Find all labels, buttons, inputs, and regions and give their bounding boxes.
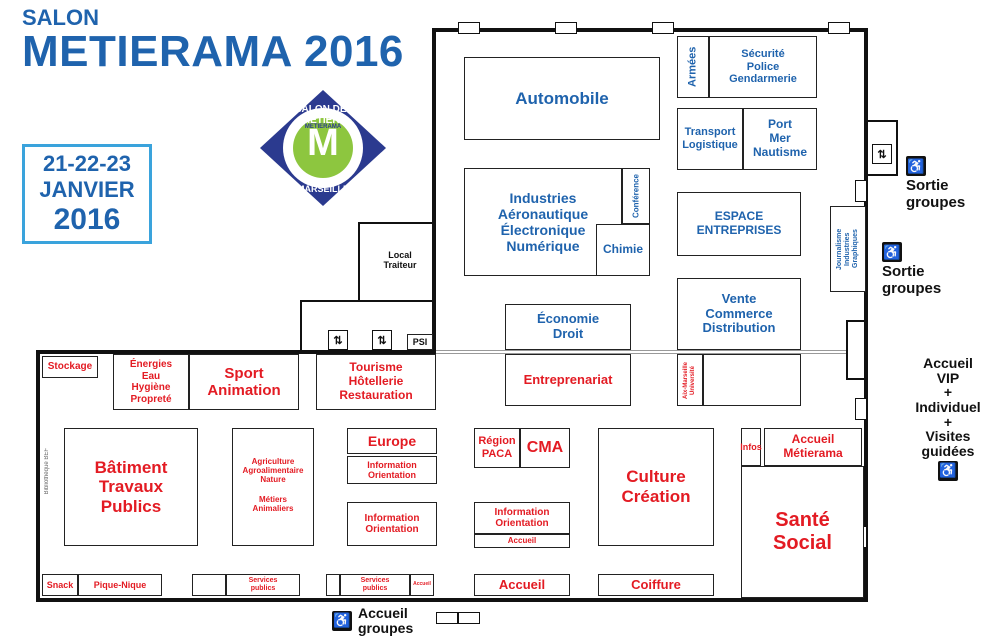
wheelchair-icon: ♿ — [882, 242, 902, 262]
accueil-groupes[interactable]: ♿ Accueil groupes — [332, 606, 413, 635]
door-icon — [652, 22, 674, 34]
date-year: 2016 — [53, 203, 121, 236]
room-snack[interactable]: Snack — [42, 574, 78, 596]
room-accueil-small[interactable]: Accueil — [474, 534, 570, 548]
corridor-line — [436, 350, 864, 354]
room-local-traiteur[interactable]: Local Traiteur — [383, 249, 417, 270]
room-energies[interactable]: Énergies Eau Hygiène Propreté — [113, 354, 189, 410]
room-services-1[interactable]: Services publics — [226, 574, 300, 596]
page-title: METIERAMA 2016 — [22, 27, 404, 76]
room-metiers-animaliers[interactable]: Métiers Animaliers — [252, 495, 294, 513]
room-stockage[interactable]: Stockage — [42, 356, 98, 378]
room-culture[interactable]: Culture Création — [598, 428, 714, 546]
sortie-groupes-1[interactable]: ♿ Sortie groupes — [906, 156, 965, 211]
door-icon — [458, 22, 480, 34]
salon-logo: SALON DES MÉTIERS M METIERAMA MARSEILLE — [258, 88, 388, 208]
door-icon — [855, 398, 867, 420]
logo-brand: METIERAMA — [304, 124, 342, 130]
wall-left — [36, 350, 40, 600]
room-agriculture[interactable]: Agriculture Agroalimentaire Nature — [242, 457, 304, 484]
door-icon — [555, 22, 577, 34]
room-tourisme[interactable]: Tourisme Hôtellerie Restauration — [316, 354, 436, 410]
room-armees[interactable]: Armées — [677, 36, 709, 98]
wheelchair-icon: ♿ — [938, 460, 958, 481]
room-batiment[interactable]: Bâtiment Travaux Publics — [64, 428, 198, 546]
room-espace-entreprises[interactable]: ESPACE ENTREPRISES — [677, 192, 801, 256]
date-month: JANVIER — [39, 177, 135, 202]
room-cma[interactable]: CMA — [520, 428, 570, 468]
room-empty-1 — [192, 574, 226, 596]
room-coiffure[interactable]: Coiffure — [598, 574, 714, 596]
wall-right-upper — [864, 28, 868, 393]
room-empty-2 — [326, 574, 340, 596]
room-port[interactable]: Port Mer Nautisme — [743, 108, 817, 170]
room-region-paca[interactable]: Région PACA — [474, 428, 520, 468]
wall-right-lower — [864, 392, 868, 602]
room-conference[interactable]: Conférence — [622, 168, 650, 224]
logo-top-text: SALON DES MÉTIERS — [294, 104, 354, 126]
door-icon — [828, 22, 850, 34]
elevator-icon: ⇅ — [872, 144, 892, 164]
logo-letter: M — [307, 122, 339, 164]
room-vente[interactable]: Vente Commerce Distribution — [677, 278, 801, 350]
traiteur-wall — [358, 222, 436, 302]
date-box: 21-22-23 JANVIER 2016 — [22, 144, 152, 244]
room-sport[interactable]: Sport Animation — [189, 354, 299, 410]
accueil-vip-label: Accueil VIP + Individuel + Visites guidé… — [915, 355, 981, 460]
room-accueil-tiny[interactable]: Accueil — [410, 574, 434, 596]
room-pique-nique[interactable]: Pique-Nique — [78, 574, 162, 596]
accueil-vip[interactable]: Accueil VIP + Individuel + Visites guidé… — [898, 356, 998, 481]
room-chimie[interactable]: Chimie — [596, 224, 650, 276]
wall-bottom — [36, 598, 868, 602]
room-sante[interactable]: Santé Social — [741, 466, 864, 598]
room-accueil-metierama[interactable]: Accueil Métierama — [764, 428, 862, 466]
wall-top — [432, 28, 868, 32]
elevator-icon: ⇅ — [372, 330, 392, 350]
sortie-groupes-2[interactable]: ♿ Sortie groupes — [882, 242, 941, 297]
room-securite[interactable]: Sécurité Police Gendarmerie — [709, 36, 817, 98]
room-accueil-bottom[interactable]: Accueil — [474, 574, 570, 596]
sortie-label-2: Sortie groupes — [882, 263, 942, 297]
room-journalisme[interactable]: Journalisme Industries Graphiques — [830, 206, 866, 292]
wheelchair-icon: ♿ — [332, 610, 352, 631]
room-information-1[interactable]: Information Orientation — [347, 456, 437, 484]
room-entreprenariat[interactable]: Entreprenariat — [505, 354, 631, 406]
elevator-icon: ⇅ — [328, 330, 348, 350]
vip-entrance-block — [846, 320, 866, 380]
room-services-2[interactable]: Services publics — [340, 574, 410, 596]
elevator-block-right — [866, 120, 898, 176]
room-psi[interactable]: PSI — [407, 334, 433, 350]
room-information-2[interactable]: Information Orientation — [347, 502, 437, 546]
logo-bottom-text: MARSEILLE — [296, 184, 349, 194]
door-icon — [436, 612, 458, 624]
room-empty-right — [703, 354, 801, 406]
room-infos[interactable]: Infos — [740, 428, 762, 466]
door-icon — [458, 612, 480, 624]
room-industries[interactable]: Industries Aéronautique Électronique Num… — [464, 168, 622, 276]
salon-label: SALON — [22, 5, 99, 30]
room-transport[interactable]: Transport Logistique — [677, 108, 743, 170]
room-agriculture-block — [232, 428, 314, 546]
sortie-label-1: Sortie groupes — [906, 177, 966, 211]
wall-mid-left — [36, 350, 436, 354]
room-economie[interactable]: Économie Droit — [505, 304, 631, 350]
wall-left-upper — [432, 28, 436, 353]
room-information-3[interactable]: Information Orientation — [474, 502, 570, 534]
wheelchair-icon: ♿ — [906, 156, 926, 176]
date-days: 21-22-23 — [42, 151, 132, 176]
door-icon — [855, 180, 867, 202]
room-aix-marseille[interactable]: Aix-Marseille Université — [677, 354, 703, 406]
room-automobile[interactable]: Automobile — [464, 57, 660, 140]
accueil-groupes-label: Accueil groupes — [358, 605, 414, 636]
room-europe[interactable]: Europe — [347, 428, 437, 454]
side-note-label: Bibliothèque BEF — [44, 448, 50, 495]
